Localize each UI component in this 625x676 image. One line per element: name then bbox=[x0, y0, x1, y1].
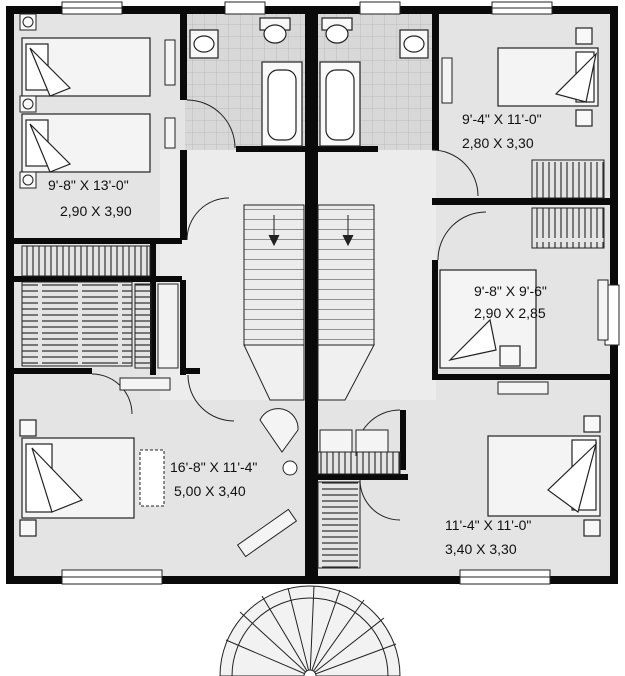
bath-fixtures-right bbox=[319, 17, 429, 147]
spiral-staircase bbox=[219, 585, 401, 676]
room-label-metric: 3,40 X 3,30 bbox=[445, 541, 517, 557]
bed-bottom-right bbox=[487, 415, 601, 537]
bench bbox=[139, 449, 165, 507]
closet-mid-left bbox=[21, 281, 133, 367]
desk-bottom-left bbox=[119, 377, 171, 391]
dryer bbox=[355, 429, 389, 453]
bed-twin-1 bbox=[21, 37, 151, 97]
washer bbox=[319, 429, 353, 453]
closet-top-left bbox=[21, 245, 151, 277]
armchair bbox=[259, 408, 299, 453]
room-label-imperial: 11'-4" X 11'-0" bbox=[445, 517, 531, 533]
closet-hall-right bbox=[317, 451, 401, 475]
room-labels: 9'-8" X 13'-0" 2,90 X 3,90 9'-4" X 11'-0… bbox=[48, 111, 547, 557]
bed-right-top bbox=[497, 27, 599, 127]
bed-bottom-left bbox=[19, 419, 135, 537]
staircase-right bbox=[317, 204, 375, 401]
dresser-left-2 bbox=[164, 117, 176, 149]
bath-fixtures-left bbox=[189, 17, 303, 147]
closet-right-lower bbox=[531, 207, 605, 249]
bed-right-middle bbox=[439, 269, 537, 369]
staircase-left bbox=[243, 204, 305, 401]
dresser-right-top bbox=[441, 57, 453, 104]
room-label-imperial: 16'-8" X 11'-4" bbox=[170, 459, 257, 475]
room-label-metric: 2,90 X 3,90 bbox=[60, 203, 132, 219]
lamp bbox=[282, 460, 298, 476]
dresser-right-middle bbox=[597, 279, 609, 341]
room-label-metric: 5,00 X 3,40 bbox=[174, 483, 246, 499]
room-label-imperial: 9'-8" X 13'-0" bbox=[48, 177, 129, 193]
closet-bottom-right bbox=[317, 481, 361, 569]
room-label-imperial: 9'-4" X 11'-0" bbox=[462, 111, 542, 127]
desk-bottom-right bbox=[497, 381, 549, 395]
nightstands-left bbox=[19, 13, 37, 189]
bed-twin-2 bbox=[21, 113, 151, 173]
walls bbox=[6, 6, 618, 584]
linen-closet bbox=[134, 283, 152, 369]
dresser-left bbox=[164, 39, 176, 86]
shelving bbox=[157, 283, 179, 369]
closet-right-upper bbox=[531, 159, 605, 199]
room-label-imperial: 9'-8" X 9'-6" bbox=[474, 283, 547, 299]
room-label-metric: 2,90 X 2,85 bbox=[474, 305, 546, 321]
room-label-metric: 2,80 X 3,30 bbox=[462, 135, 534, 151]
desk-angled bbox=[236, 508, 298, 558]
